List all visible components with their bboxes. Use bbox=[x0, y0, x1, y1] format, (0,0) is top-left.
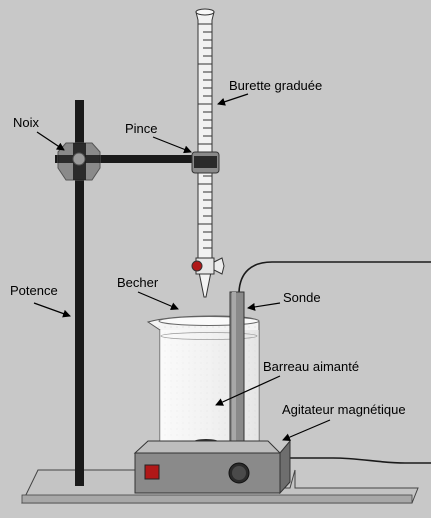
pince-clamp bbox=[191, 151, 220, 174]
label-barreau: Barreau aimanté bbox=[263, 359, 359, 374]
potence-rod bbox=[75, 100, 84, 486]
arrow-burette bbox=[217, 93, 249, 106]
label-arrows bbox=[33, 93, 331, 441]
noix-clamp bbox=[57, 142, 101, 181]
arrow-sonde bbox=[247, 302, 281, 311]
label-pince: Pince bbox=[125, 121, 158, 136]
stand-base bbox=[21, 469, 419, 504]
horizontal-arm bbox=[55, 155, 205, 163]
probe-cable bbox=[238, 261, 431, 293]
label-potence: Potence bbox=[10, 283, 58, 298]
power-button bbox=[144, 464, 160, 480]
arrow-pince bbox=[152, 136, 192, 154]
label-agitateur: Agitateur magnétique bbox=[282, 402, 406, 417]
power-cable bbox=[290, 457, 431, 464]
label-sonde: Sonde bbox=[283, 290, 321, 305]
arrow-becher bbox=[137, 291, 179, 310]
arrow-barreau bbox=[215, 375, 281, 406]
sonde-probe bbox=[229, 291, 245, 450]
label-becher: Becher bbox=[117, 275, 159, 290]
magnetic-stirrer bbox=[133, 439, 291, 495]
arrow-noix bbox=[36, 131, 65, 151]
arrow-agitateur bbox=[282, 419, 331, 441]
burette bbox=[191, 8, 225, 298]
label-burette: Burette graduée bbox=[229, 78, 322, 93]
label-noix: Noix bbox=[13, 115, 40, 130]
arrow-potence bbox=[33, 302, 71, 318]
